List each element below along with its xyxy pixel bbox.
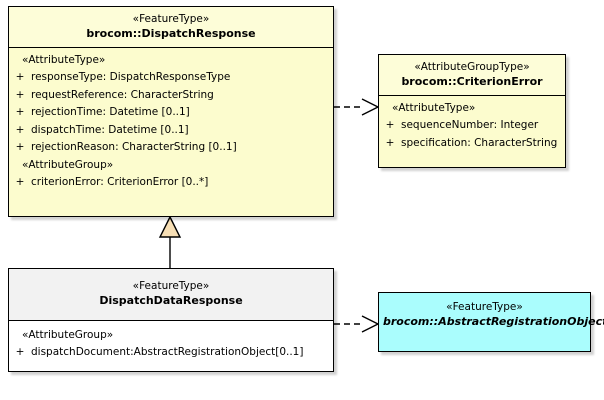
- attribute-label: rejectionTime: Datetime [0..1]: [31, 106, 190, 118]
- attribute-group-label: «AttributeType»: [22, 54, 106, 66]
- attribute-label: rejectionReason: CharacterString [0..1]: [31, 141, 237, 153]
- visibility-marker: +: [385, 136, 395, 149]
- attribute-label: dispatchDocument:AbstractRegistrationObj…: [31, 346, 304, 358]
- class-attributes-criterion-error: «AttributeType» + sequenceNumber: Intege…: [379, 96, 565, 157]
- attribute-label: specification: CharacterString: [401, 136, 558, 149]
- attribute-row[interactable]: + dispatchTime: Datetime [0..1]: [9, 122, 333, 140]
- attribute-row[interactable]: + requestReference: CharacterString: [9, 87, 333, 105]
- dependency-arrowhead-1: [361, 98, 380, 116]
- attribute-row[interactable]: + sequenceNumber: Integer: [379, 117, 565, 135]
- visibility-marker: +: [15, 175, 25, 188]
- class-attributes-dispatch-data-response: «AttributeGroup» + dispatchDocument:Abst…: [9, 321, 333, 367]
- attribute-row[interactable]: + rejectionTime: Datetime [0..1]: [9, 104, 333, 122]
- visibility-marker: +: [15, 141, 25, 153]
- class-header-dispatch-data-response: «FeatureType» DispatchDataResponse: [9, 269, 333, 321]
- attribute-group-label: «AttributeType»: [392, 102, 476, 114]
- attribute-row[interactable]: + responseType: DispatchResponseType: [9, 69, 333, 87]
- class-stereotype: «AttributeGroupType»: [414, 61, 530, 73]
- generalization-dispatchdataresponse-dispatchresponse: [158, 215, 182, 268]
- visibility-marker: +: [15, 346, 25, 358]
- visibility-marker: +: [15, 123, 25, 136]
- attribute-label: requestReference: CharacterString: [31, 88, 214, 101]
- class-box-abstract-registration-object[interactable]: «FeatureType» brocom::AbstractRegistrati…: [378, 292, 604, 352]
- class-name: brocom::CriterionError: [401, 75, 543, 88]
- visibility-marker: +: [15, 71, 25, 83]
- attribute-label: responseType: DispatchResponseType: [31, 71, 231, 83]
- visibility-marker: +: [385, 119, 395, 131]
- class-header-dispatch-response: «FeatureType» brocom::DispatchResponse: [9, 7, 333, 48]
- attribute-label: sequenceNumber: Integer: [401, 119, 539, 131]
- generalization-triangle: [158, 215, 182, 238]
- class-name: brocom::AbstractRegistrationObject: [383, 315, 604, 328]
- class-box-criterion-error[interactable]: «AttributeGroupType» brocom::CriterionEr…: [378, 54, 566, 168]
- class-box-dispatch-data-response[interactable]: «FeatureType» DispatchDataResponse «Attr…: [8, 268, 334, 372]
- attribute-label: dispatchTime: Datetime [0..1]: [31, 123, 189, 136]
- class-name: brocom::DispatchResponse: [86, 27, 256, 40]
- visibility-marker: +: [15, 106, 25, 118]
- dependency-dispatchdataresponse-abstractregistrationobject: [334, 315, 380, 333]
- attribute-group-label: «AttributeGroup»: [22, 158, 114, 171]
- attribute-group-label: «AttributeGroup»: [22, 329, 114, 341]
- visibility-marker: +: [15, 88, 25, 101]
- attribute-row[interactable]: + rejectionReason: CharacterString [0..1…: [9, 139, 333, 157]
- class-name: DispatchDataResponse: [99, 294, 243, 307]
- attribute-label: criterionError: CriterionError [0..*]: [31, 175, 209, 188]
- dependency-arrowhead-2: [361, 315, 380, 333]
- class-stereotype: «FeatureType»: [446, 301, 523, 313]
- class-attributes-dispatch-response: «AttributeType» + responseType: Dispatch…: [9, 48, 333, 196]
- attribute-row[interactable]: + criterionError: CriterionError [0..*]: [9, 174, 333, 192]
- class-header-abstract-registration-object: «FeatureType» brocom::AbstractRegistrati…: [379, 293, 604, 335]
- dependency-dispatchresponse-criterionerror: [334, 98, 380, 116]
- class-box-dispatch-response[interactable]: «FeatureType» brocom::DispatchResponse «…: [8, 6, 334, 217]
- class-stereotype: «FeatureType»: [132, 280, 210, 292]
- class-header-criterion-error: «AttributeGroupType» brocom::CriterionEr…: [379, 55, 565, 96]
- attribute-row[interactable]: + dispatchDocument:AbstractRegistrationO…: [9, 344, 333, 362]
- class-stereotype: «FeatureType»: [132, 13, 210, 25]
- attribute-row[interactable]: + specification: CharacterString: [379, 135, 565, 153]
